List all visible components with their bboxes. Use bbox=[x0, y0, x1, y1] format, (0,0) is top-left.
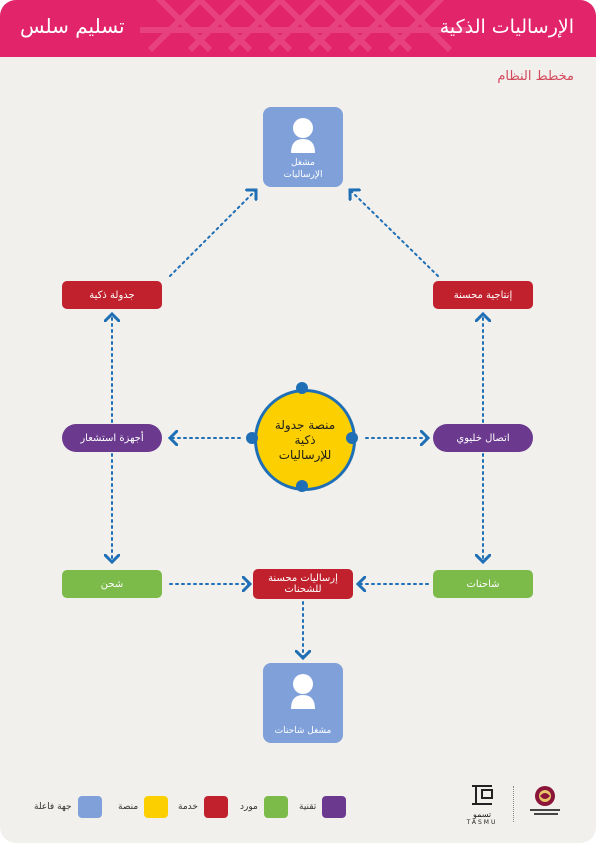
logo-divider bbox=[513, 786, 515, 822]
actor-truck-operator: مشغل شاحنات bbox=[263, 663, 343, 743]
tasmu-logo: تسمو TASMU bbox=[462, 784, 502, 827]
tasmu-en: TASMU bbox=[466, 819, 498, 826]
header-title: الإرساليات الذكية bbox=[439, 16, 574, 38]
service-smart-scheduling: جدولة ذكية bbox=[62, 281, 162, 309]
arrow-productivity-to-operator bbox=[350, 190, 439, 277]
legend-supplier: مورد bbox=[240, 796, 288, 818]
actor-label: مشغل الإرساليات bbox=[283, 158, 323, 180]
legend-platform: منصة bbox=[118, 796, 169, 818]
legend-label: مورد bbox=[240, 802, 258, 812]
legend-swatch bbox=[263, 796, 288, 818]
legend-label: خدمة bbox=[178, 802, 198, 812]
supplier-trucks: شاحنات bbox=[433, 570, 533, 598]
hub-node-top bbox=[296, 382, 308, 394]
tech-sensors: أجهزة استشعار bbox=[62, 424, 162, 452]
arrow-scheduling-to-operator bbox=[169, 190, 256, 277]
legend-service: خدمة bbox=[178, 796, 228, 818]
actor-label: مشغل شاحنات bbox=[274, 726, 332, 736]
hub-node-right bbox=[346, 432, 358, 444]
legend-actor: جهة فاعلة bbox=[34, 796, 102, 818]
legend-label: تقنية bbox=[299, 802, 317, 812]
tasmu-ar: تسمو bbox=[472, 810, 492, 819]
ministry-emblem bbox=[526, 784, 564, 822]
section-title: مخطط النظام bbox=[497, 69, 574, 84]
header-pattern bbox=[140, 0, 470, 53]
legend-swatch bbox=[77, 796, 102, 818]
hub-node-left bbox=[246, 432, 258, 444]
person-icon bbox=[291, 118, 315, 153]
service-improved-productivity: إنتاجية محسنة bbox=[433, 281, 533, 309]
hub-node-bottom bbox=[296, 480, 308, 492]
header-bar: الإرساليات الذكية تسليم سلس bbox=[0, 0, 596, 57]
actor-shipment-operator: مشغل الإرساليات bbox=[263, 107, 343, 187]
legend-swatch bbox=[322, 796, 347, 818]
platform-hub: منصة جدولة ذكية للإرساليات bbox=[254, 389, 356, 491]
emblem-icon bbox=[530, 786, 560, 815]
tasmu-mark-icon bbox=[472, 785, 493, 805]
legend-label: منصة bbox=[118, 802, 139, 812]
legend-technology: تقنية bbox=[299, 796, 347, 818]
tech-gulf-connect: اتصال خليوي bbox=[433, 424, 533, 452]
header-brand: تسليم سلس bbox=[20, 14, 125, 38]
hub-label: منصة جدولة ذكية للإرساليات bbox=[274, 417, 336, 462]
supplier-shipping: شحن bbox=[62, 570, 162, 598]
legend-swatch bbox=[203, 796, 228, 818]
person-icon bbox=[291, 674, 315, 709]
legend-label: جهة فاعلة bbox=[34, 802, 72, 812]
service-improved-shipments: إرساليات محسنة للشحنات bbox=[253, 569, 353, 599]
legend-swatch bbox=[144, 796, 169, 818]
